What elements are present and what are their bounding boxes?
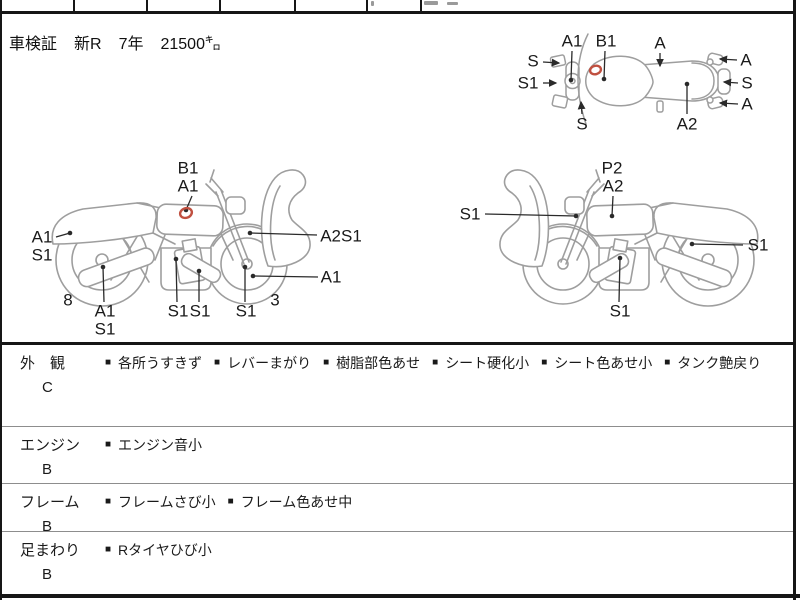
diagram-label-s1: S1 [189, 301, 211, 321]
category-label: 外 観 [20, 355, 66, 372]
strip-divider [366, 0, 368, 11]
category-label: エンジン [20, 437, 81, 454]
bullet-square-icon: ■ [105, 543, 112, 555]
defect-item-label: 樹脂部色あせ [336, 355, 421, 371]
table-row: 足まわり B ■ Rタイヤひび小 [2, 531, 793, 593]
defect-items: ■ 各所うすきず ■ レバーまがり ■ 樹脂部色あせ ■ シート硬化小 ■ シート色あせ小 ■ タンク… [105, 345, 793, 426]
category-cell: 外 観 C [2, 345, 105, 426]
inspection-table: 外 観 C ■ 各所うすきず ■ レバーまがり ■ 樹脂部色あせ ■ シート硬化小 ■ シート色あせ小… [2, 342, 793, 594]
diagram-label-a: A [741, 94, 753, 114]
diagram-label-3: 3 [270, 290, 280, 310]
category-label: 足まわり [20, 542, 81, 559]
cutoff-text-fragment [424, 1, 438, 5]
diagram-label-b1: B1 [595, 31, 617, 51]
defect-item-label: レバーまがり [227, 355, 312, 371]
defect-item: ■ Rタイヤひび小 [105, 540, 212, 560]
diagram-label-s1: S1 [31, 245, 53, 265]
strip-divider [420, 0, 422, 11]
table-row: フレーム B ■ フレームさび小 ■ フレーム色あせ中 [2, 483, 793, 535]
diagram-label-s: S [527, 51, 539, 71]
diagram-label-s1: S1 [517, 73, 539, 93]
defect-item-label: シート色あせ小 [554, 355, 653, 371]
category-cell: フレーム B [2, 484, 105, 535]
defect-item: ■ エンジン音小 [105, 435, 202, 455]
defect-item: ■ フレームさび小 [105, 492, 216, 512]
cutoff-text-fragment [371, 1, 374, 6]
title-line: 車検証 新R 7年 21500㌔ [9, 30, 221, 54]
diagram-label-8: 8 [63, 290, 73, 310]
defect-item-label: シート硬化小 [445, 355, 530, 371]
diagram-label-a2: A2 [676, 114, 698, 134]
table-row: エンジン B ■ エンジン音小 [2, 426, 793, 483]
sheet-border-bottom [0, 594, 800, 598]
bullet-square-icon: ■ [323, 356, 330, 368]
registration-value: 新R [74, 36, 102, 53]
diagram-label-a: A [740, 50, 752, 70]
diagram-label-a1: A1 [94, 301, 116, 321]
diagram-label-s1: S1 [235, 301, 257, 321]
strip-divider [146, 0, 148, 11]
bullet-square-icon: ■ [432, 356, 439, 368]
diagram-label-p2: P2 [601, 158, 623, 178]
cutoff-text-fragment [447, 2, 458, 5]
sheet-border-right [793, 0, 796, 600]
strip-divider [219, 0, 221, 11]
defect-item: ■ 各所うすきず [105, 353, 202, 373]
defect-item-label: フレームさび小 [118, 494, 216, 510]
grade-value: C [42, 379, 53, 396]
defect-item: ■ シート硬化小 [432, 353, 529, 373]
diagram-label-b1: B1 [177, 158, 199, 178]
table-row: 外 観 C ■ 各所うすきず ■ レバーまがり ■ 樹脂部色あせ ■ シート硬化小 ■ シート色あせ小… [2, 345, 793, 426]
diagram-label-a1: A1 [31, 227, 53, 247]
category-cell: 足まわり B [2, 532, 105, 593]
defect-item-label: Rタイヤひび小 [118, 542, 212, 558]
diagram-label-a2: A2 [602, 176, 624, 196]
diagram-label-s: S [576, 114, 588, 134]
strip-divider [73, 0, 75, 11]
defect-item: ■ 樹脂部色あせ [323, 353, 420, 373]
defect-item: ■ タンク艶戻り [664, 353, 761, 373]
diagram-label-a1: A1 [177, 176, 199, 196]
defect-items: ■ Rタイヤひび小 [105, 532, 793, 593]
defect-item-label: タンク艶戻り [677, 355, 762, 371]
motorcycle-top-view-drawing [549, 33, 731, 125]
category-cell: エンジン B [2, 427, 105, 483]
diagram-label-s1: S1 [459, 204, 481, 224]
diagram-label-s1: S1 [94, 319, 116, 339]
bullet-square-icon: ■ [105, 356, 112, 368]
grade-value: B [42, 518, 53, 535]
grade-value: B [42, 461, 53, 478]
diagram-label-s1: S1 [609, 301, 631, 321]
defect-item: ■ シート色あせ小 [541, 353, 652, 373]
defect-item: ■ レバーまがり [214, 353, 311, 373]
diagram-label-s1: S1 [167, 301, 189, 321]
strip-divider [294, 0, 296, 11]
cutoff-header-strip [0, 0, 795, 14]
diagram-label-s1: S1 [747, 235, 769, 255]
bullet-square-icon: ■ [214, 356, 221, 368]
grade-value: B [42, 566, 53, 583]
certificate-label: 車検証 [9, 36, 58, 53]
years-value: 7年 [118, 36, 144, 53]
defect-item-label: 各所うすきず [118, 355, 203, 371]
bullet-square-icon: ■ [541, 356, 548, 368]
diagram-label-a: A [654, 33, 666, 53]
defect-items: ■ フレームさび小 ■ フレーム色あせ中 [105, 484, 793, 531]
mileage-value: 21500㌔ [160, 36, 221, 53]
diagram-label-s: S [741, 73, 753, 93]
category-label: フレーム [20, 494, 80, 511]
diagram-label-a1: A1 [561, 31, 583, 51]
defect-item-label: エンジン音小 [118, 437, 203, 453]
diagram-label-a2s1: A2S1 [320, 226, 362, 246]
bullet-square-icon: ■ [664, 356, 671, 368]
diagram-label-a1: A1 [320, 267, 342, 287]
defect-item-label: フレーム色あせ中 [240, 494, 353, 510]
bullet-square-icon: ■ [105, 495, 112, 507]
bullet-square-icon: ■ [227, 495, 234, 507]
bullet-square-icon: ■ [105, 438, 112, 450]
defect-items: ■ エンジン音小 [105, 427, 793, 483]
sheet-border-left [0, 0, 2, 600]
defect-item: ■ フレーム色あせ中 [228, 492, 353, 512]
